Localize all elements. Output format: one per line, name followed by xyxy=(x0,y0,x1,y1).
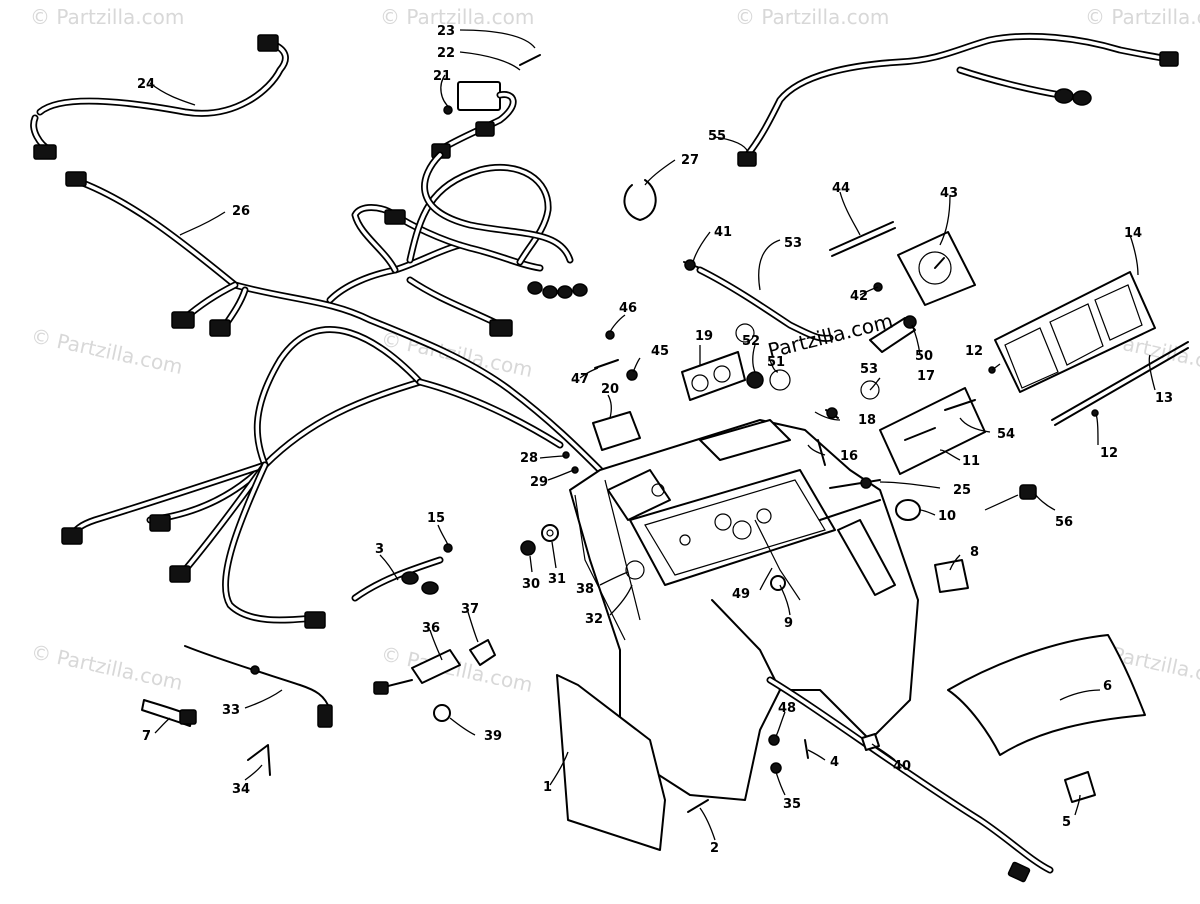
center-watermark: Partzilla.com xyxy=(765,309,895,363)
callout-22: 22 xyxy=(437,46,455,61)
callout-32: 32 xyxy=(585,612,603,627)
callout-38: 38 xyxy=(576,582,594,597)
callout-12: 12 xyxy=(965,344,983,359)
watermark: © Partzilla.com xyxy=(29,639,185,695)
callout-15: 15 xyxy=(427,511,445,526)
callout-14: 14 xyxy=(1124,226,1142,241)
gauge-harness xyxy=(737,32,1179,167)
callout-44: 44 xyxy=(832,181,850,196)
callout-10: 10 xyxy=(938,509,956,524)
callout-29: 29 xyxy=(530,475,548,490)
callout-7: 7 xyxy=(142,729,151,744)
callout-31: 31 xyxy=(548,572,566,587)
callout-56: 56 xyxy=(1055,515,1073,530)
callout-49: 49 xyxy=(732,587,750,602)
callout-34: 34 xyxy=(232,782,250,797)
callout-55: 55 xyxy=(708,129,726,144)
drive-cable xyxy=(829,221,894,251)
side-panel xyxy=(556,674,666,851)
callout-42: 42 xyxy=(850,289,868,304)
callout-2: 2 xyxy=(710,841,719,856)
callout-21: 21 xyxy=(433,69,451,84)
callout-9: 9 xyxy=(784,616,793,631)
callout-5: 5 xyxy=(1062,815,1071,830)
callout-6: 6 xyxy=(1103,679,1112,694)
callout-19: 19 xyxy=(695,329,713,344)
callout-41: 41 xyxy=(714,225,732,240)
callout-12: 12 xyxy=(1100,446,1118,461)
indicator-bracket xyxy=(879,387,986,475)
watermark: © Partzilla.com xyxy=(735,5,889,29)
watermark: © Partzilla.com xyxy=(29,323,185,379)
small-parts-left xyxy=(141,330,880,813)
callout-25: 25 xyxy=(953,483,971,498)
callout-47: 47 xyxy=(571,372,589,387)
callout-37: 37 xyxy=(461,602,479,617)
callout-30: 30 xyxy=(522,577,540,592)
hose-clamp xyxy=(623,179,657,221)
callout-17: 17 xyxy=(917,369,935,384)
knob xyxy=(895,499,921,521)
callout-39: 39 xyxy=(484,729,502,744)
speedometer-cable xyxy=(683,259,917,353)
callout-4: 4 xyxy=(830,755,839,770)
shield-panel xyxy=(947,634,1146,756)
watermark: © Partzilla.com xyxy=(1085,5,1200,29)
callout-26: 26 xyxy=(232,204,250,219)
harness-pigtails xyxy=(527,281,588,299)
watermark: © Partzilla.com xyxy=(380,5,534,29)
callout-16: 16 xyxy=(840,449,858,464)
callout-50: 50 xyxy=(915,349,933,364)
callout-13: 13 xyxy=(1155,391,1173,406)
main-wiring-harness xyxy=(30,34,604,629)
gauge-panel xyxy=(988,271,1189,426)
callout-40: 40 xyxy=(893,759,911,774)
callout-27: 27 xyxy=(681,153,699,168)
callout-45: 45 xyxy=(651,344,669,359)
callout-52: 52 xyxy=(742,334,760,349)
callout-labels: 1 2 3 4 5 6 7 8 9 10 11 12 12 13 14 15 1… xyxy=(137,24,1173,856)
callout-36: 36 xyxy=(422,621,440,636)
watermark: © Partzilla.com xyxy=(379,641,535,697)
callout-43: 43 xyxy=(940,186,958,201)
callout-53: 53 xyxy=(860,362,878,377)
callout-23: 23 xyxy=(437,24,455,39)
callout-33: 33 xyxy=(222,703,240,718)
switch-harness xyxy=(421,54,574,264)
callout-18: 18 xyxy=(858,413,876,428)
callout-1: 1 xyxy=(543,780,552,795)
callout-54: 54 xyxy=(997,427,1015,442)
callout-3: 3 xyxy=(375,542,384,557)
console-housing xyxy=(569,419,919,801)
watermark: © Partzilla.com xyxy=(30,5,184,29)
leader-lines xyxy=(149,29,1156,841)
callout-35: 35 xyxy=(783,797,801,812)
callout-20: 20 xyxy=(601,382,619,397)
callout-48: 48 xyxy=(778,701,796,716)
callout-8: 8 xyxy=(970,545,979,560)
callout-24: 24 xyxy=(137,77,155,92)
tachometer-gauge xyxy=(873,231,976,306)
switch-plates xyxy=(592,323,880,451)
callout-11: 11 xyxy=(962,454,980,469)
callout-28: 28 xyxy=(520,451,538,466)
callout-51: 51 xyxy=(767,355,785,370)
callout-46: 46 xyxy=(619,301,637,316)
callout-53: 53 xyxy=(784,236,802,251)
